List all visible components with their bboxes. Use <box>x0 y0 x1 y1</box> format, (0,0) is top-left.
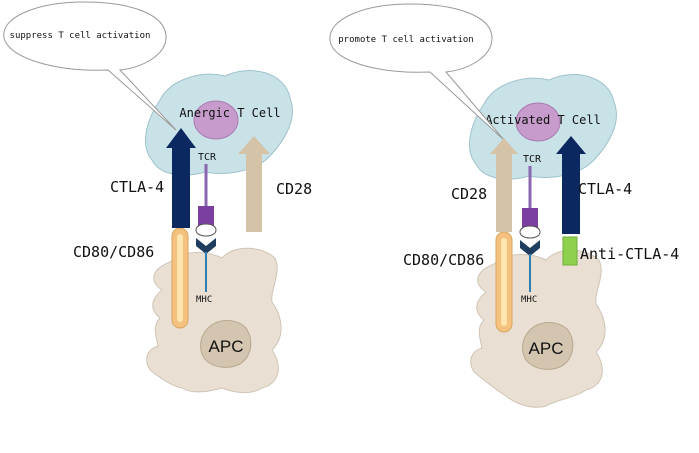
right-ctla4-label: CTLA-4 <box>578 180 632 198</box>
right-tcr-label: TCR <box>523 154 542 165</box>
left-cd80-label: CD80/CD86 <box>73 243 154 261</box>
left-cd28-label: CD28 <box>276 180 312 198</box>
right-cd80-label: CD80/CD86 <box>403 251 484 269</box>
right-tcell-nucleus <box>515 102 561 142</box>
right-apc-nucleus <box>522 322 574 370</box>
right-bubble-text: promote T cell activation <box>338 35 473 45</box>
left-ctla4-receptor <box>166 128 196 228</box>
left-tcr-peptide <box>195 223 217 237</box>
left-apc-label: APC <box>209 337 244 356</box>
right-cd28-receptor <box>490 138 518 232</box>
left-tcr-label: TCR <box>198 152 217 163</box>
right-anti-ctla4-label: Anti-CTLA-4 <box>580 245 679 263</box>
right-mhc-head <box>520 240 540 256</box>
left-tcell-label: Anergic T Cell <box>179 106 280 120</box>
right-panel: APC Activated T Cell promote T cell acti… <box>329 3 679 408</box>
left-cd80-highlight <box>177 234 183 322</box>
left-tcell-nucleus <box>193 100 239 140</box>
right-anti-ctla4-antibody <box>562 236 578 266</box>
right-mhc-label: MHC <box>521 295 537 305</box>
left-mhc-label: MHC <box>196 295 212 305</box>
right-speech-bubble <box>329 3 505 141</box>
right-tcell-label: Activated T Cell <box>485 113 601 127</box>
left-bubble-text: suppress T cell activation <box>10 31 151 41</box>
left-panel: APC Anergic T Cell suppress T cell activ… <box>3 1 312 394</box>
left-speech-bubble <box>3 1 177 131</box>
right-tcr-block <box>522 208 538 228</box>
right-tcr-peptide <box>519 225 541 239</box>
left-tcr-block <box>198 206 214 226</box>
left-apc-cell <box>146 247 282 394</box>
right-cd80-highlight <box>501 238 507 326</box>
right-cd28-label: CD28 <box>451 185 487 203</box>
right-ctla4-receptor <box>556 136 586 234</box>
left-mhc-head <box>196 238 216 254</box>
left-cd28-receptor <box>238 136 270 232</box>
left-apc-nucleus <box>200 320 252 368</box>
right-apc-label: APC <box>529 339 564 358</box>
left-ctla4-label: CTLA-4 <box>110 178 164 196</box>
